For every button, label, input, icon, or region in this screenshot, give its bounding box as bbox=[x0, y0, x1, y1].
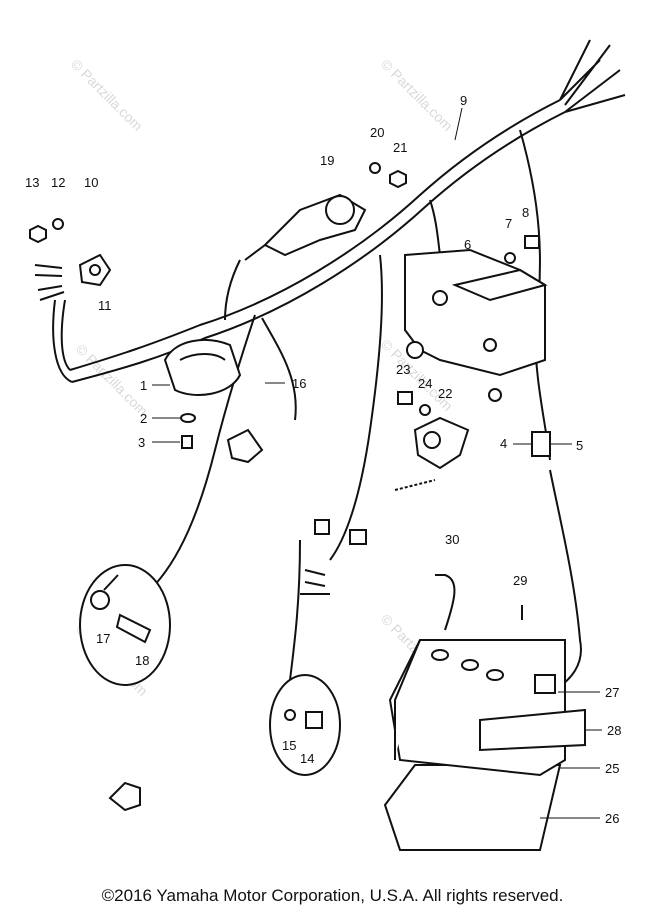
callout-12: 12 bbox=[51, 175, 65, 190]
callout-25: 25 bbox=[605, 761, 619, 776]
wiring-parts-diagram: © Partzilla.com © Partzilla.com © Partzi… bbox=[25, 39, 626, 851]
washer-7 bbox=[504, 252, 516, 264]
callout-30: 30 bbox=[445, 532, 459, 547]
callout-21: 21 bbox=[393, 140, 407, 155]
ignition-coil bbox=[244, 193, 367, 261]
callout-13: 13 bbox=[25, 175, 39, 190]
generator-unit bbox=[163, 339, 242, 449]
fuse-holder bbox=[531, 431, 551, 457]
callout-2: 2 bbox=[140, 411, 147, 426]
callout-9: 9 bbox=[460, 93, 467, 108]
front-arrow-icon bbox=[108, 781, 141, 812]
callout-24: 24 bbox=[418, 376, 432, 391]
callout-26: 26 bbox=[605, 811, 619, 826]
control-unit bbox=[404, 248, 548, 402]
washer-20 bbox=[369, 162, 381, 174]
battery-assembly bbox=[383, 574, 586, 851]
copyright-notice: ©2016 Yamaha Motor Corporation, U.S.A. A… bbox=[101, 886, 564, 905]
callout-6: 6 bbox=[464, 237, 471, 252]
sensor-16 bbox=[226, 428, 264, 464]
inset-14-15 bbox=[269, 674, 341, 776]
callout-22: 22 bbox=[438, 386, 452, 401]
callout-14: 14 bbox=[300, 751, 314, 766]
callout-20: 20 bbox=[370, 125, 384, 140]
bolt-23 bbox=[397, 391, 413, 405]
callout-7: 7 bbox=[505, 216, 512, 231]
callout-29: 29 bbox=[513, 573, 527, 588]
callout-8: 8 bbox=[522, 205, 529, 220]
callout-5: 5 bbox=[576, 438, 583, 453]
callout-23: 23 bbox=[396, 362, 410, 377]
switch-assembly bbox=[29, 218, 112, 301]
callout-10: 10 bbox=[84, 175, 98, 190]
callout-15: 15 bbox=[282, 738, 296, 753]
callout-27: 27 bbox=[605, 685, 619, 700]
watermark: © Partzilla.com bbox=[378, 56, 456, 134]
inset-17-18 bbox=[79, 564, 171, 686]
bolt-8 bbox=[524, 235, 540, 249]
callout-11: 11 bbox=[98, 298, 112, 313]
callout-1: 1 bbox=[140, 378, 147, 393]
callout-19: 19 bbox=[320, 153, 334, 168]
callout-17: 17 bbox=[96, 631, 110, 646]
nut-21 bbox=[389, 169, 407, 189]
wire-connectors bbox=[300, 519, 367, 595]
relay-22 bbox=[394, 416, 470, 491]
leader-lines bbox=[152, 107, 602, 819]
callout-18: 18 bbox=[135, 653, 149, 668]
callout-labels: 1 2 3 4 5 6 7 8 9 10 11 12 13 14 15 16 1… bbox=[25, 93, 621, 826]
callout-16: 16 bbox=[292, 376, 306, 391]
callout-4: 4 bbox=[500, 436, 507, 451]
watermark: © Partzilla.com bbox=[68, 56, 146, 134]
callout-3: 3 bbox=[138, 435, 145, 450]
callout-28: 28 bbox=[607, 723, 621, 738]
washer-24 bbox=[419, 404, 431, 416]
